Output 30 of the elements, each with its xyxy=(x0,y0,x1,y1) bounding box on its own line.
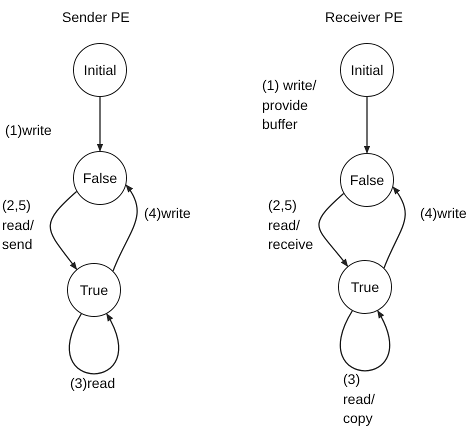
diagram-heading: Sender PE xyxy=(62,8,130,27)
edge-label: (4)write xyxy=(420,204,467,223)
state-circle xyxy=(73,151,127,205)
arrow xyxy=(340,310,390,372)
arrow xyxy=(68,313,120,374)
state-label: True xyxy=(350,279,380,295)
edge-label: (1) write/ provide buffer xyxy=(262,76,318,134)
arrow xyxy=(96,97,104,152)
state-circle xyxy=(340,43,394,97)
arrow xyxy=(318,193,348,267)
arrow xyxy=(112,184,138,272)
state-label: Initial xyxy=(84,62,116,78)
state-label: False xyxy=(350,172,384,188)
state-circle xyxy=(73,43,127,97)
state-label: False xyxy=(82,170,118,186)
edge-label: (1)write xyxy=(5,121,52,140)
arrow xyxy=(364,97,370,154)
arrow xyxy=(383,186,406,268)
diagram-heading: Receiver PE xyxy=(325,8,403,27)
state-label: True xyxy=(80,282,108,298)
edge-label: (2,5) read/ send xyxy=(2,196,35,254)
edge-label: (3)read xyxy=(70,374,116,393)
edge-label: (2,5) read/ receive xyxy=(268,196,314,254)
state-circle xyxy=(340,153,394,207)
edge-label: (4)write xyxy=(144,204,191,223)
edge-label: (3) read/ copy xyxy=(343,370,376,428)
state-circle xyxy=(67,263,121,317)
arrow xyxy=(50,191,78,270)
state-label: Initial xyxy=(350,62,384,78)
state-circle xyxy=(338,260,392,314)
